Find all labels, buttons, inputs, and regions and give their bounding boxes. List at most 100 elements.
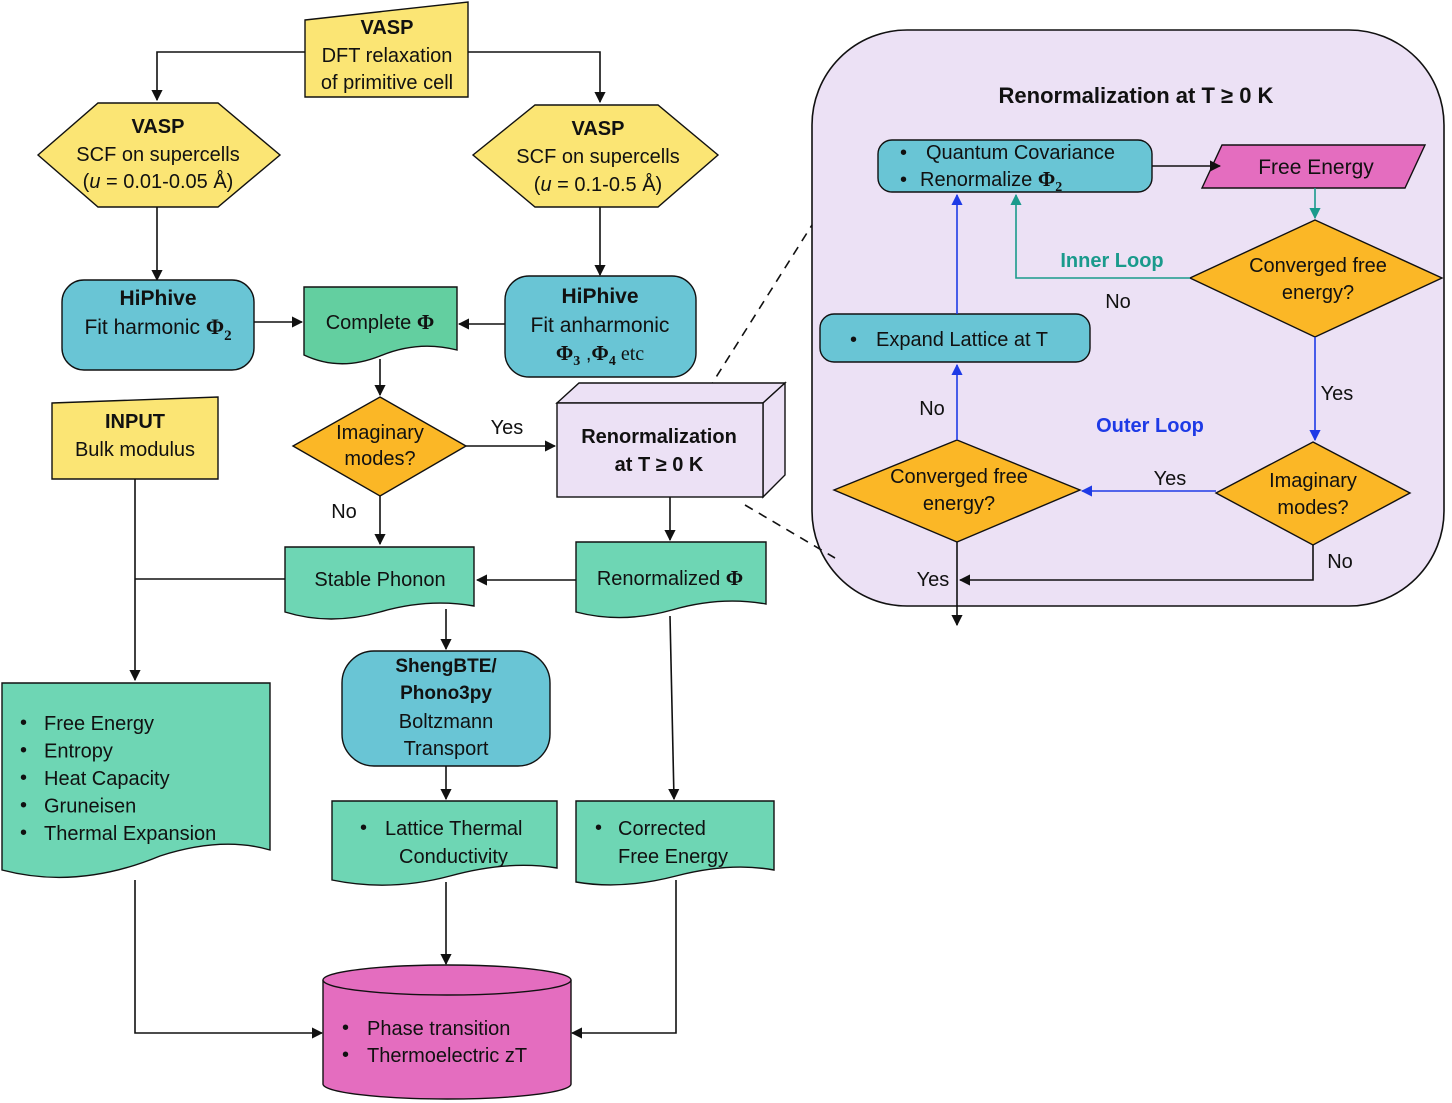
- bullet: •: [20, 767, 27, 789]
- renormalization-line1: Renormalization: [581, 426, 737, 448]
- phi-subscript: 2: [1055, 180, 1062, 195]
- svg-text:Renormalized Φ: Renormalized Φ: [597, 566, 743, 590]
- converged-outer-line2: energy?: [923, 493, 995, 515]
- u-variable: u: [89, 171, 100, 193]
- phi-symbol: Φ: [206, 314, 224, 339]
- svg-text:Φ3 ,Φ4 etc: Φ3 ,Φ4 etc: [556, 341, 644, 369]
- vasp-left-line1: SCF on supercells: [76, 144, 239, 166]
- shengbte-node: ShengBTE/ Phono3py Boltzmann Transport: [341, 650, 551, 767]
- imaginary-decision: Imaginary modes?: [291, 396, 468, 497]
- complete-phi-node: Complete Φ: [303, 286, 458, 365]
- corrected-free-energy-node: • Corrected Free Energy: [575, 800, 775, 886]
- final-item-1: Phase transition: [367, 1018, 510, 1040]
- bullet: •: [595, 817, 602, 839]
- phi-subscript: 4: [609, 354, 616, 369]
- corrected-line2: Free Energy: [618, 846, 728, 868]
- bullet: •: [850, 329, 857, 351]
- vasp-right-node: VASP SCF on supercells (u = 0.1-0.5 Å): [471, 104, 720, 208]
- shengbte-title1: ShengBTE/: [395, 656, 497, 677]
- paren-open: (: [83, 171, 90, 193]
- vasp-right-line1: SCF on supercells: [516, 146, 679, 168]
- shengbte-line2: Transport: [404, 738, 489, 760]
- zoom-line-top: [707, 224, 813, 391]
- phi-subscript: 2: [224, 328, 232, 344]
- yes-bottom-label: Yes: [917, 569, 950, 591]
- edge-vasp-to-left: [151, 51, 305, 102]
- yes-mid-label: Yes: [1154, 468, 1187, 490]
- bullet: •: [20, 822, 27, 844]
- expand-lattice-label: Expand Lattice at T: [876, 329, 1048, 351]
- thermo-properties-list: •Free Energy•Entropy•Heat Capacity•Grune…: [20, 712, 216, 845]
- input-line: Bulk modulus: [75, 439, 195, 461]
- hiphive-right-title: HiPhive: [561, 285, 638, 308]
- phi-symbol: Φ: [1038, 167, 1055, 191]
- input-node: INPUT Bulk modulus: [51, 396, 219, 480]
- phi-symbol: Φ: [726, 566, 743, 590]
- svg-text:Complete Φ: Complete Φ: [326, 310, 435, 334]
- input-title: INPUT: [105, 411, 165, 433]
- inner-loop-label: Inner Loop: [1060, 250, 1163, 272]
- separator: ,: [580, 343, 591, 365]
- yes-right-label: Yes: [1321, 383, 1354, 405]
- edge-vasp-to-right: [468, 51, 606, 104]
- vasp-top-line1: DFT relaxation: [322, 45, 453, 67]
- converged-inner-line1: Converged free: [1249, 255, 1387, 277]
- inset-imag-line1: Imaginary: [1269, 470, 1357, 492]
- no-left-label: No: [919, 398, 945, 420]
- stable-phonon-node: Stable Phonon: [284, 546, 475, 620]
- complete-phi-label: Complete: [326, 312, 417, 334]
- thermo-properties-node: •Free Energy•Entropy•Heat Capacity•Grune…: [1, 682, 271, 879]
- bullet: •: [342, 1017, 349, 1039]
- property-item: Free Energy: [44, 713, 154, 735]
- hiphive-left-node: HiPhive Fit harmonic Φ2: [61, 279, 255, 371]
- expand-lattice-box: • Expand Lattice at T: [819, 313, 1091, 363]
- bullet: •: [342, 1044, 349, 1066]
- vasp-top-line2: of primitive cell: [321, 72, 453, 94]
- outer-loop-label: Outer Loop: [1096, 415, 1204, 437]
- renormalization-line2: at T ≥ 0 K: [615, 454, 704, 476]
- vasp-right-range: = 0.1-0.5 Å): [552, 173, 663, 196]
- phi-subscript: 3: [573, 354, 580, 369]
- property-item: Entropy: [44, 741, 113, 763]
- svg-text:Fit harmonic Φ2: Fit harmonic Φ2: [84, 314, 231, 344]
- final-results-node: • Phase transition • Thermoelectric zT: [322, 964, 572, 1100]
- hiphive-right-node: HiPhive Fit anharmonic Φ3 ,Φ4 etc: [504, 275, 697, 378]
- no-label: No: [331, 501, 357, 523]
- renormalization-box: Renormalization at T ≥ 0 K: [555, 381, 787, 499]
- qc-item-1: Quantum Covariance: [926, 142, 1115, 164]
- edge-properties-to-final: [134, 880, 324, 1039]
- final-item-2: Thermoelectric zT: [367, 1045, 527, 1067]
- zoom-line-bottom: [744, 504, 836, 559]
- edge-imag-no: [958, 545, 1314, 586]
- phi-symbol: Φ: [417, 310, 434, 334]
- lattice-line1: Lattice Thermal: [385, 818, 522, 840]
- etc-label: etc: [616, 343, 644, 365]
- vasp-top-title: VASP: [361, 17, 414, 39]
- no-bottom-label: No: [1327, 551, 1353, 573]
- bullet: •: [20, 795, 27, 817]
- vasp-top-node: VASP DFT relaxation of primitive cell: [304, 1, 469, 98]
- converged-inner-line2: energy?: [1282, 282, 1354, 304]
- edge-corrected-to-final: [570, 880, 677, 1039]
- converged-outer-decision: Converged free energy?: [832, 439, 1082, 543]
- stable-phonon-label: Stable Phonon: [314, 569, 445, 591]
- imaginary-line2: modes?: [344, 448, 415, 470]
- quantum-covariance-box: • Quantum Covariance • Renormalize Φ2: [877, 139, 1153, 195]
- edge-renormalized-to-corrected: [668, 615, 680, 801]
- property-item: Gruneisen: [44, 796, 136, 818]
- vasp-right-title: VASP: [572, 118, 625, 140]
- svg-text:(u = 0.01-0.05 Å): (u = 0.01-0.05 Å): [83, 170, 234, 193]
- yes-label: Yes: [491, 417, 524, 439]
- shengbte-title2: Phono3py: [400, 683, 492, 704]
- svg-text:(u = 0.1-0.5 Å): (u = 0.1-0.5 Å): [534, 173, 662, 196]
- vasp-left-node: VASP SCF on supercells (u = 0.01-0.05 Å): [36, 102, 282, 208]
- paren-open: (: [534, 174, 541, 196]
- inset-title: Renormalization at T ≥ 0 K: [999, 83, 1274, 108]
- lattice-conductivity-node: • Lattice Thermal Conductivity: [331, 800, 558, 886]
- converged-inner-decision: Converged free energy?: [1188, 219, 1444, 338]
- inset-imag-line2: modes?: [1277, 497, 1348, 519]
- hiphive-left-title: HiPhive: [119, 287, 196, 310]
- renormalized-phi-label: Renormalized: [597, 568, 726, 590]
- hiphive-left-line: Fit harmonic: [84, 316, 205, 339]
